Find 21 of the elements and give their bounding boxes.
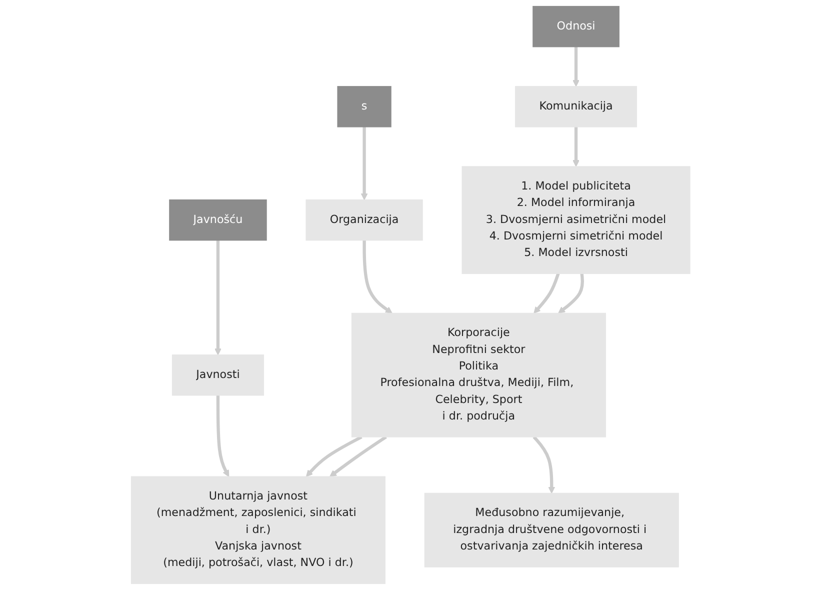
node-box (424, 492, 680, 568)
arrow (558, 273, 584, 314)
node-box (515, 86, 638, 128)
arrow (306, 436, 363, 477)
node-box (169, 199, 268, 241)
arrow (361, 126, 368, 200)
node-box (338, 86, 392, 128)
node-box (462, 166, 691, 274)
arrow (533, 436, 556, 494)
node-box (352, 312, 606, 438)
node-box (131, 476, 386, 584)
arrow (534, 273, 560, 314)
arrow (572, 126, 580, 167)
arrow (214, 240, 222, 356)
arrow (363, 240, 393, 314)
arrow (572, 46, 580, 87)
arrow (216, 395, 230, 477)
node-box (532, 6, 620, 48)
arrow (330, 436, 388, 477)
node-box (306, 199, 424, 241)
node-box (172, 354, 264, 396)
